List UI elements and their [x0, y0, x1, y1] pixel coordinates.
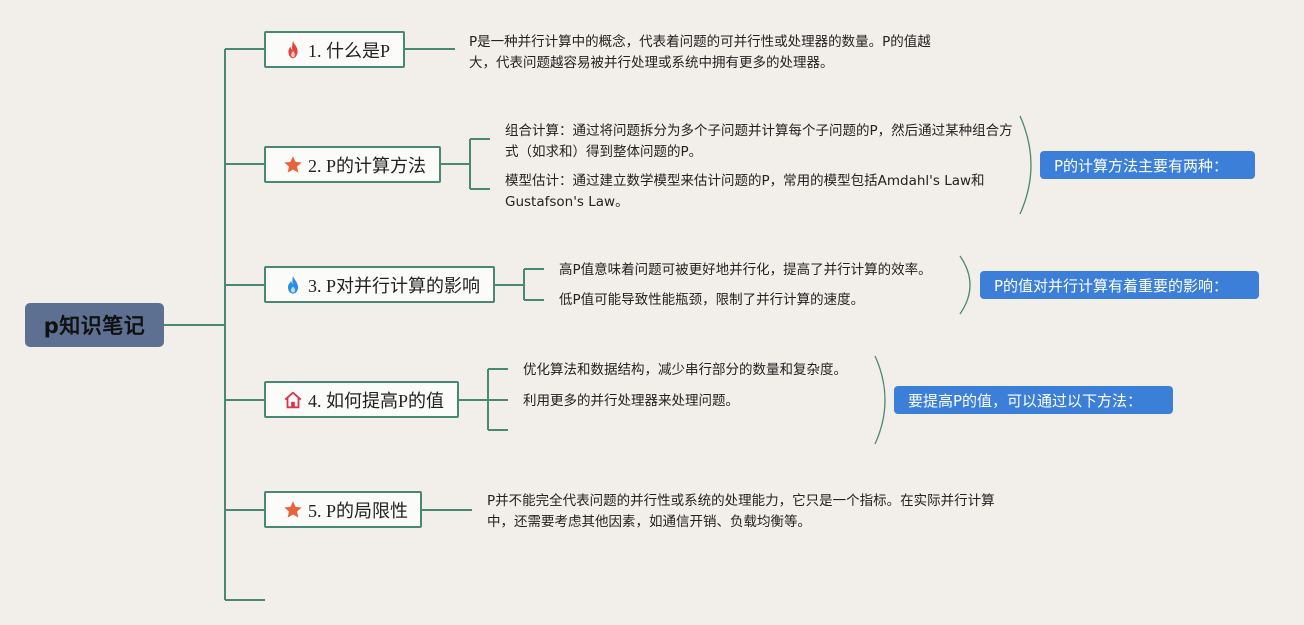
root-title: p知识笔记	[43, 314, 146, 338]
detail-item: 低P值可能导致性能瓶颈，限制了并行计算的速度。	[559, 292, 865, 308]
root-topic[interactable]: p知识笔记	[25, 303, 164, 347]
detail-item: 组合计算：通过将问题拆分为多个子问题并计算每个子问题的P，然后通过某种组合方式（…	[505, 123, 1013, 160]
topic-label: 2. P的计算方法	[308, 155, 427, 176]
topic-p-impact[interactable]: 3. P对并行计算的影响	[264, 266, 495, 303]
summary-text: P的值对并行计算有着重要的影响：	[994, 276, 1229, 295]
topic-label: 4. 如何提高P的值	[308, 390, 445, 411]
detail-item: 优化算法和数据结构，减少串行部分的数量和复杂度。	[523, 362, 847, 378]
detail-item: 利用更多的并行处理器来处理问题。	[523, 393, 739, 409]
summary-text: P的计算方法主要有两种：	[1054, 156, 1229, 175]
water-drop-icon	[282, 274, 304, 296]
topic-note: P是一种并行计算中的概念，代表着问题的可并行性或处理器的数量。P的值越大，代表问…	[469, 34, 931, 71]
topic-label: 5. P的局限性	[308, 500, 409, 521]
topic-improve-p[interactable]: 4. 如何提高P的值	[264, 381, 459, 418]
detail-item: 高P值意味着问题可被更好地并行化，提高了并行计算的效率。	[559, 262, 932, 278]
fire-icon	[282, 39, 304, 61]
topic-label: 1. 什么是P	[308, 40, 391, 61]
summary-text: 要提高P的值，可以通过以下方法：	[908, 391, 1143, 410]
topic-what-is-p[interactable]: 1. 什么是P	[264, 31, 405, 68]
topic-note: P并不能完全代表问题的并行性或系统的处理能力，它只是一个指标。在实际并行计算中，…	[487, 493, 995, 530]
summary-label[interactable]: P的计算方法主要有两种：	[1040, 151, 1255, 179]
topic-p-calculation[interactable]: 2. P的计算方法	[264, 146, 441, 183]
detail-item: 模型估计：通过建立数学模型来估计问题的P，常用的模型包括Amdahl's Law…	[505, 173, 985, 210]
topic-label: 3. P对并行计算的影响	[308, 275, 481, 296]
topic-p-limitations[interactable]: 5. P的局限性	[264, 491, 422, 528]
star-icon	[282, 154, 304, 176]
house-icon	[282, 389, 304, 411]
star-icon	[282, 499, 304, 521]
summary-label[interactable]: P的值对并行计算有着重要的影响：	[980, 271, 1259, 299]
summary-label[interactable]: 要提高P的值，可以通过以下方法：	[894, 386, 1173, 414]
